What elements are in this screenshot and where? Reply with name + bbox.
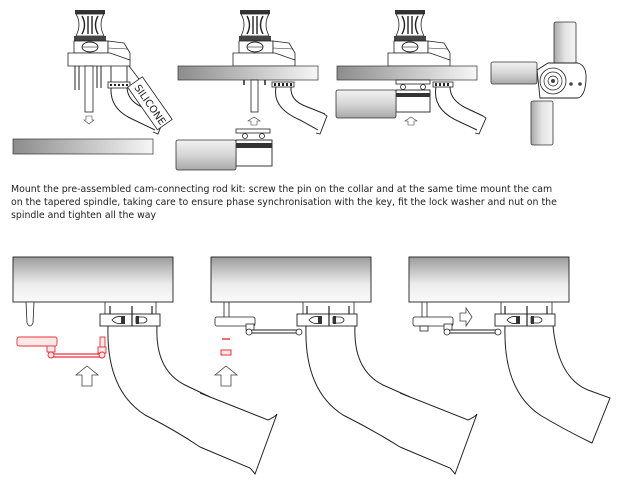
motor [335, 89, 397, 119]
deck-block [210, 256, 372, 303]
instruction-line: on the tapered spindle, taking care to e… [11, 197, 557, 208]
figure-attach-motor [335, 9, 487, 135]
arrow-up-icon [213, 365, 239, 387]
arrow-down-icon [83, 115, 95, 125]
lock-washer-nut-highlight [220, 338, 232, 356]
deck-panel [336, 65, 478, 81]
instruction-text: Mount the pre-assembled cam-connecting r… [11, 183, 626, 222]
figure-fit-lock-washer-nut [199, 256, 411, 476]
figure-fit-to-deck [175, 9, 328, 171]
deck-panel [12, 138, 154, 155]
deck-block [408, 256, 570, 303]
cam-rod-kit-highlight [16, 336, 107, 359]
figure-insert-cam-rod-kit [12, 256, 211, 448]
deck-block [12, 256, 174, 303]
instruction-line: spindle and tighten all the way [11, 210, 157, 221]
deck-panel [177, 65, 319, 81]
silicone-tube-label: SILICONE [127, 76, 173, 131]
arrow-up-icon [247, 116, 261, 126]
figure-motor-orientations [490, 21, 587, 146]
arrow-right-icon [459, 306, 473, 328]
figure-apply-silicone: SILICONE [12, 9, 173, 155]
arrow-up-icon [404, 116, 418, 126]
instruction-line: Mount the pre-assembled cam-connecting r… [11, 184, 553, 195]
figure-tighten-assembly [399, 256, 611, 476]
motor [175, 139, 237, 171]
arrow-up-icon [74, 365, 100, 387]
